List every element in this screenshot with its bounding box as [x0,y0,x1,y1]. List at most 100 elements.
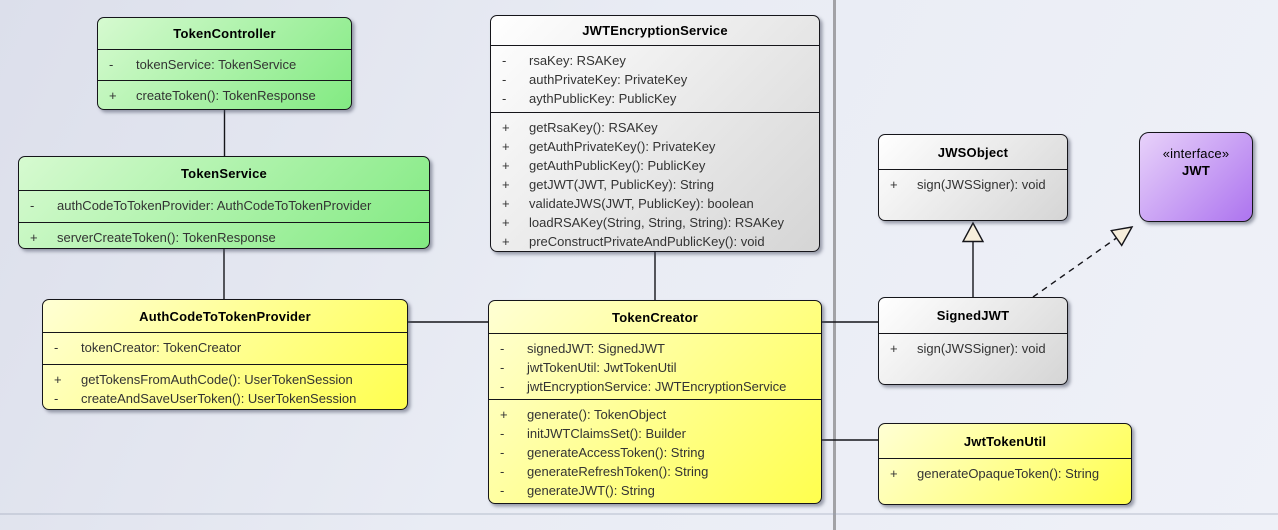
attribute-text: tokenService: TokenService [136,57,297,72]
visibility-marker: - [500,360,505,375]
methods-section: + serverCreateToken(): TokenResponse [19,222,429,248]
method-row: + getTokensFromAuthCode(): UserTokenSess… [43,370,407,389]
method-text: getRsaKey(): RSAKey [529,120,658,135]
class-jwt-token-util[interactable]: JwtTokenUtil + generateOpaqueToken(): St… [878,423,1132,505]
method-row: + generate(): TokenObject [489,405,821,424]
class-name: TokenCreator [612,309,698,325]
method-text: generateOpaqueToken(): String [917,466,1100,481]
attribute-row: - jwtEncryptionService: JWTEncryptionSer… [489,377,821,396]
visibility-marker: - [500,341,505,356]
visibility-marker: + [502,215,510,230]
visibility-marker: - [500,379,505,394]
method-text: getAuthPrivateKey(): PrivateKey [529,139,716,154]
visibility-marker: + [890,177,898,192]
method-row: - generateAccessToken(): String [489,443,821,462]
method-row: - initJWTClaimsSet(): Builder [489,424,821,443]
method-row: + getAuthPrivateKey(): PrivateKey [491,137,819,156]
method-row: + getJWT(JWT, PublicKey): String [491,175,819,194]
method-text: generate(): TokenObject [527,407,667,422]
class-jwt-encryption-service[interactable]: JWTEncryptionService - rsaKey: RSAKey - … [490,15,820,252]
class-name: SignedJWT [936,308,1010,323]
attribute-text: jwtEncryptionService: JWTEncryptionServi… [527,379,787,394]
class-name: JWTEncryptionService [582,23,728,38]
method-text: sign(JWSSigner): void [917,341,1046,356]
visibility-marker: - [30,198,35,213]
attribute-row: - aythPublicKey: PublicKey [491,89,819,108]
page-boundary-horizontal [0,513,1278,515]
method-text: serverCreateToken(): TokenResponse [57,230,276,245]
visibility-marker: + [109,88,117,103]
method-text: validateJWS(JWT, PublicKey): boolean [529,196,754,211]
class-signed-jwt[interactable]: SignedJWT + sign(JWSSigner): void [878,297,1068,385]
class-name: TokenService [181,166,267,181]
visibility-marker: + [502,139,510,154]
attribute-text: authCodeToTokenProvider: AuthCodeToToken… [57,198,372,213]
class-name: JWSObject [937,144,1009,160]
visibility-marker: + [502,158,510,173]
method-text: preConstructPrivateAndPublicKey(): void [529,234,765,249]
methods-section: + createToken(): TokenResponse [98,80,351,109]
methods-section: + generate(): TokenObject - initJWTClaim… [489,399,821,503]
attribute-text: jwtTokenUtil: JwtTokenUtil [527,360,677,375]
visibility-marker: - [109,57,114,72]
method-row: + sign(JWSSigner): void [879,339,1067,358]
method-row: + validateJWS(JWT, PublicKey): boolean [491,194,819,213]
attributes-section: - tokenService: TokenService [98,49,351,80]
method-row: - generateRefreshToken(): String [489,462,821,481]
method-row: + sign(JWSSigner): void [879,175,1067,194]
method-text: generateRefreshToken(): String [527,464,709,479]
visibility-marker: + [502,177,510,192]
attribute-text: signedJWT: SignedJWT [527,341,665,356]
attributes-section: - rsaKey: RSAKey - authPrivateKey: Priva… [491,45,819,112]
method-row: + createToken(): TokenResponse [98,86,351,105]
visibility-marker: - [502,53,507,68]
visibility-marker: + [890,341,898,356]
attributes-section: - authCodeToTokenProvider: AuthCodeToTok… [19,190,429,222]
methods-section: + getTokensFromAuthCode(): UserTokenSess… [43,364,407,409]
method-text: generateJWT(): String [527,483,655,498]
class-jwt-interface[interactable]: «interface» JWT [1139,132,1253,222]
visibility-marker: - [502,91,507,106]
class-token-controller[interactable]: TokenController - tokenService: TokenSer… [97,17,352,110]
realization-signedjwt-jwt [1032,226,1134,298]
visibility-marker: + [502,120,510,135]
methods-section: + sign(JWSSigner): void [879,333,1067,384]
visibility-marker: - [500,426,505,441]
class-token-service[interactable]: TokenService - authCodeToTokenProvider: … [18,156,430,249]
method-row: + serverCreateToken(): TokenResponse [19,228,429,247]
attribute-row: - rsaKey: RSAKey [491,51,819,70]
attribute-row: - authPrivateKey: PrivateKey [491,70,819,89]
method-row: + preConstructPrivateAndPublicKey(): voi… [491,232,819,251]
attribute-text: tokenCreator: TokenCreator [81,340,242,355]
class-jws-object[interactable]: JWSObject + sign(JWSSigner): void [878,134,1068,221]
attributes-section: - signedJWT: SignedJWT - jwtTokenUtil: J… [489,333,821,399]
stereotype-label: «interface» [1162,146,1230,161]
page-boundary-vertical [833,0,836,530]
class-auth-code-to-token-provider[interactable]: AuthCodeToTokenProvider - tokenCreator: … [42,299,408,410]
visibility-marker: + [502,234,510,249]
method-row: + getRsaKey(): RSAKey [491,118,819,137]
method-text: getTokensFromAuthCode(): UserTokenSessio… [81,372,353,387]
attribute-row: - signedJWT: SignedJWT [489,339,821,358]
visibility-marker: - [500,464,505,479]
attribute-row: - jwtTokenUtil: JwtTokenUtil [489,358,821,377]
attribute-text: authPrivateKey: PrivateKey [529,72,688,87]
visibility-marker: + [502,196,510,211]
visibility-marker: + [500,407,508,422]
method-text: createAndSaveUserToken(): UserTokenSessi… [81,391,357,406]
attributes-section: - tokenCreator: TokenCreator [43,332,407,364]
method-row: + getAuthPublicKey(): PublicKey [491,156,819,175]
class-token-creator[interactable]: TokenCreator - signedJWT: SignedJWT - jw… [488,300,822,504]
class-name: AuthCodeToTokenProvider [139,308,311,324]
attribute-text: aythPublicKey: PublicKey [529,91,677,106]
generalization-signedjwt-jwsobject [961,221,985,298]
method-text: createToken(): TokenResponse [136,88,316,103]
visibility-marker: - [500,445,505,460]
method-text: getAuthPublicKey(): PublicKey [529,158,706,173]
attribute-row: - tokenService: TokenService [98,55,351,74]
class-name: JWT [1181,163,1211,178]
attribute-row: - authCodeToTokenProvider: AuthCodeToTok… [19,196,429,215]
method-text: loadRSAKey(String, String, String): RSAK… [529,215,785,230]
class-name: JwtTokenUtil [963,433,1047,449]
attribute-row: - tokenCreator: TokenCreator [43,338,407,357]
